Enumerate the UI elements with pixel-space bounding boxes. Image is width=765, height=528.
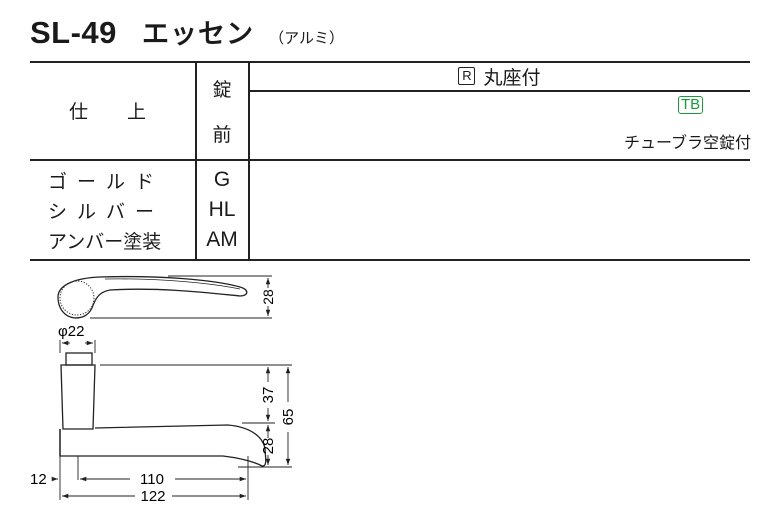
header-bottom-border xyxy=(30,159,750,161)
code-row-silver: HL xyxy=(208,198,236,221)
model-number: SL-49 xyxy=(30,15,117,50)
dim-37-label: 37 xyxy=(260,387,277,404)
finish-row-gold: ゴールド xyxy=(48,170,165,193)
dim-110-label: 110 xyxy=(140,471,164,488)
tubular-badge: TB xyxy=(678,96,704,114)
finish-row-silver: シルバー xyxy=(48,200,165,223)
spec-table: 仕 上 錠 前 R 丸座付 TB チューブラ空錠付 ゴールド G シルバー HL… xyxy=(30,61,751,261)
material-note: （アルミ） xyxy=(269,29,344,47)
tubular-label: チューブラ空錠付 xyxy=(623,133,751,152)
product-title: SL-49 エッセン （アルミ） xyxy=(30,12,344,50)
column-divider-1 xyxy=(195,61,197,260)
lever-side-view xyxy=(59,352,267,467)
rose-label: 丸座付 xyxy=(483,66,541,89)
dim-22 xyxy=(59,340,96,353)
column-divider-2 xyxy=(248,61,250,260)
lock-header-bottom: 前 xyxy=(212,123,232,146)
rose-header: R 丸座付 xyxy=(249,62,750,90)
side-dimension-lines xyxy=(51,364,292,500)
dim-12-label: 12 xyxy=(30,471,47,488)
header-sub-divider xyxy=(248,90,750,92)
dim-28-top-label: 28 xyxy=(260,289,276,305)
rose-diameter-label: φ22 xyxy=(58,323,84,340)
lever-top-view xyxy=(57,275,248,319)
rose-badge-icon: R xyxy=(458,67,476,85)
dim-28-top xyxy=(90,275,272,319)
code-row-amber: AM xyxy=(206,228,238,251)
dim-65-label: 65 xyxy=(280,409,297,426)
dim-122-label: 122 xyxy=(140,488,165,505)
finish-header: 仕 上 xyxy=(68,101,156,123)
table-top-border xyxy=(30,61,750,63)
dim-28-side-label: 28 xyxy=(260,438,277,455)
product-name: エッセン xyxy=(142,19,255,50)
finish-row-amber: アンバー塗装 xyxy=(48,230,162,253)
code-row-gold: G xyxy=(213,168,231,191)
table-bottom-border xyxy=(30,259,750,261)
lock-header-top: 錠 xyxy=(212,78,232,101)
